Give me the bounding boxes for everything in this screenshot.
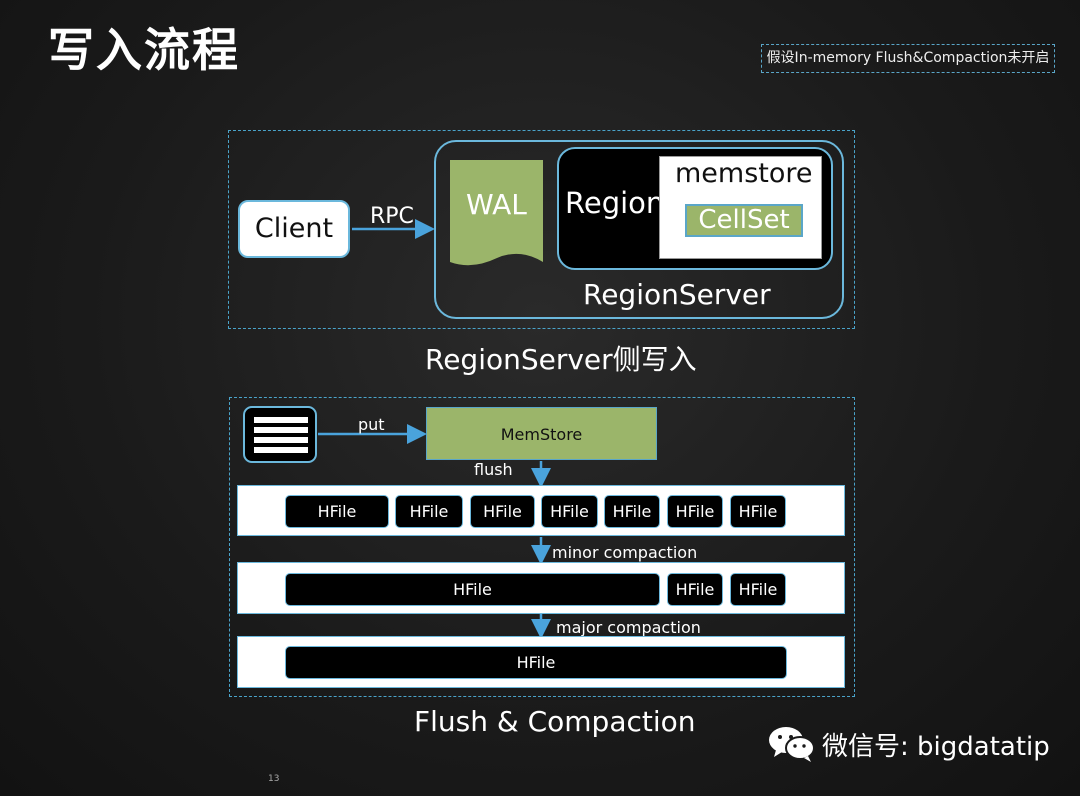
memstore-box-bottom: MemStore xyxy=(426,407,657,460)
regionserver-label: RegionServer xyxy=(583,278,771,311)
client-box: Client xyxy=(238,200,350,258)
hfile-block: HFile xyxy=(470,495,535,528)
wal-document-shape xyxy=(450,160,543,266)
flush-compaction-caption: Flush & Compaction xyxy=(414,705,696,738)
rpc-label: RPC xyxy=(370,204,414,229)
hfile-block: HFile xyxy=(395,495,463,528)
hfile-block: HFile xyxy=(667,573,723,606)
regionserver-panel xyxy=(228,130,855,329)
minor-compaction-label: minor compaction xyxy=(552,543,698,562)
cellset-box: CellSet xyxy=(685,204,803,237)
hfile-strip-row1: HFile HFile HFile HFile HFile HFile HFil… xyxy=(237,485,845,536)
region-label: Region xyxy=(565,186,665,220)
wechat-icon xyxy=(769,727,815,762)
list-icon xyxy=(243,406,317,463)
wechat-id: 微信号: bigdatatip xyxy=(822,732,1050,762)
hfile-block: HFile xyxy=(285,495,389,528)
put-label: put xyxy=(358,415,385,434)
hfile-block: HFile xyxy=(541,495,598,528)
hfile-strip-row2: HFile HFile HFile xyxy=(237,562,845,614)
regionserver-box xyxy=(434,140,844,319)
assumption-note: 假设In-memory Flush&Compaction未开启 xyxy=(761,44,1055,73)
major-compaction-label: major compaction xyxy=(556,618,701,637)
hfile-block: HFile xyxy=(730,495,786,528)
flush-label: flush xyxy=(474,460,513,479)
page-number: 13 xyxy=(268,774,280,784)
flush-compaction-panel xyxy=(229,397,855,697)
hfile-block: HFile xyxy=(604,495,660,528)
regionserver-caption: RegionServer侧写入 xyxy=(425,343,697,376)
hfile-block: HFile xyxy=(730,573,786,606)
wal-label: WAL xyxy=(466,188,527,221)
hfile-block: HFile xyxy=(667,495,723,528)
memstore-label: memstore xyxy=(675,158,813,189)
page-title: 写入流程 xyxy=(48,23,240,77)
hfile-block: HFile xyxy=(285,573,660,606)
hfile-block: HFile xyxy=(285,646,787,679)
hfile-strip-row3: HFile xyxy=(237,636,845,688)
